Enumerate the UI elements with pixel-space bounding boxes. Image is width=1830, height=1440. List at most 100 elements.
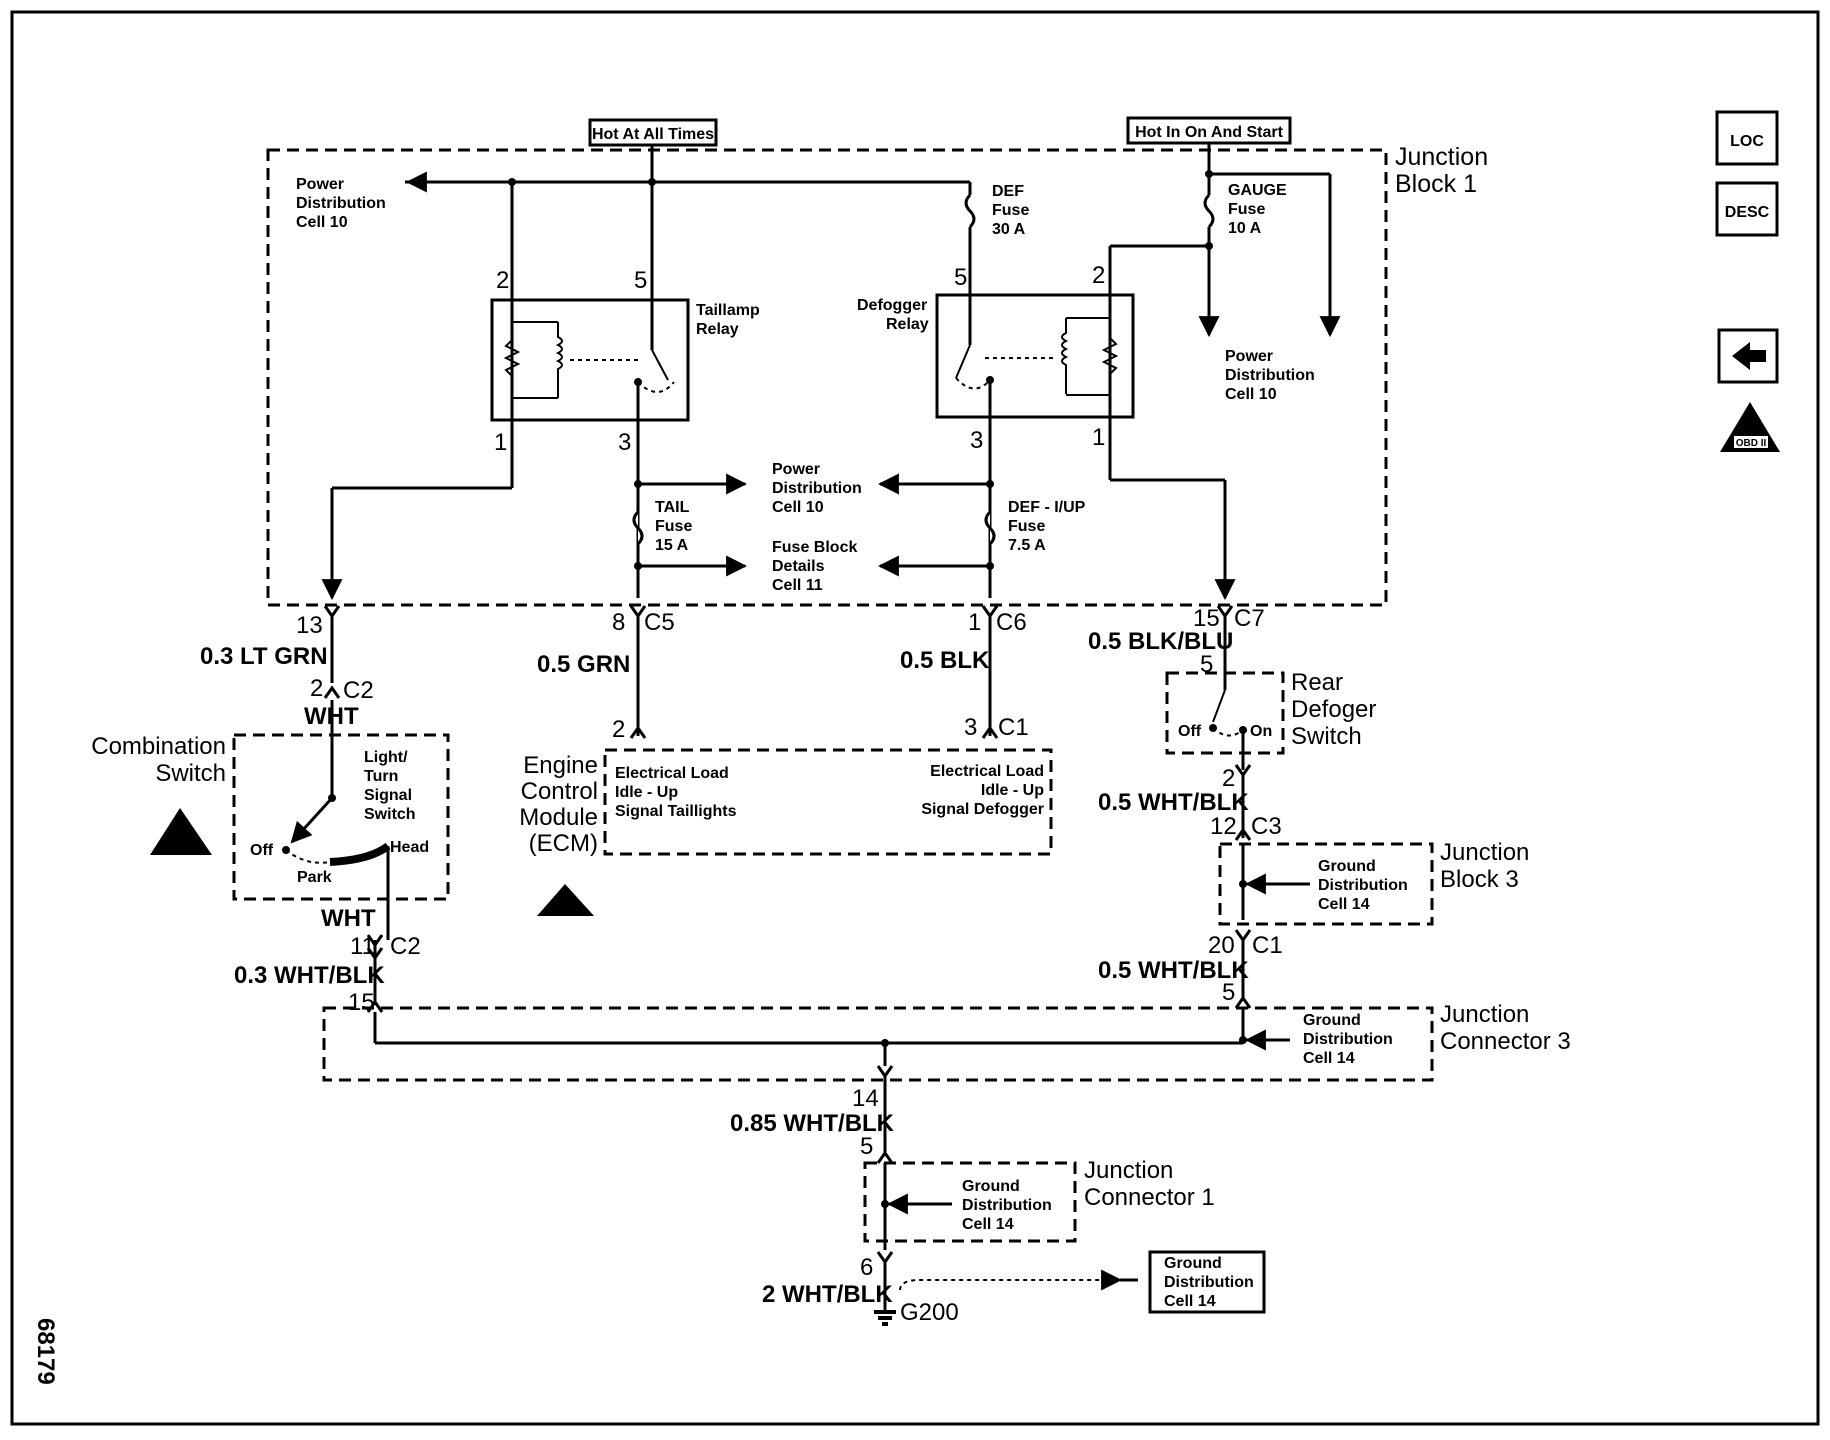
combination-switch-box <box>232 733 450 901</box>
pin-jb5: 5 <box>1222 979 1235 1006</box>
gd-box-3: Cell 14 <box>1164 1293 1216 1310</box>
pin-tl1: 1 <box>494 429 507 456</box>
gauge-fuse-1: GAUGE <box>1228 182 1287 199</box>
tail-fuse-3: 15 A <box>655 537 689 554</box>
pd-right-1: Power <box>1225 348 1273 365</box>
service-triangle-icon <box>150 808 212 855</box>
svg-text:LOC: LOC <box>1730 133 1764 150</box>
ecm-right-3: Signal Defogger <box>921 801 1044 818</box>
gauge-fuse-2: Fuse <box>1228 201 1265 218</box>
wire-wht-blk-03: 0.3 WHT/BLK <box>234 962 385 989</box>
jc3-label-1: Junction <box>1440 1001 1529 1028</box>
pin-c8: 8 <box>612 609 625 636</box>
junction-connector-1-box <box>863 1161 1077 1243</box>
defogger-resistor-icon <box>1101 337 1119 375</box>
gd-jc1-1: Ground <box>962 1178 1020 1195</box>
ecm-right-2: Idle - Up <box>981 782 1044 799</box>
pd-mid-3: Cell 10 <box>772 499 824 516</box>
pin-j1-6: 6 <box>860 1254 873 1281</box>
desc-icon[interactable]: DESC <box>1715 181 1779 237</box>
taillamp-resistor-icon <box>503 339 521 377</box>
ecm-label-1: Engine <box>523 752 598 779</box>
esd-triangle-icon <box>537 884 594 916</box>
wire-lt-grn: 0.3 LT GRN <box>200 643 328 670</box>
pin-jc14: 14 <box>852 1085 879 1112</box>
taillamp-relay-1: Taillamp <box>696 302 760 319</box>
defogger-relay-box <box>935 293 1135 419</box>
pin-tl5: 5 <box>634 267 647 294</box>
rear-defog-2: Defoger <box>1291 696 1376 723</box>
fuse-block-1: Fuse Block <box>772 539 857 556</box>
def-fuse-1: DEF <box>992 183 1024 200</box>
pd-left-3: Cell 10 <box>296 214 348 231</box>
gd-jb3-3: Cell 14 <box>1318 896 1370 913</box>
hot-at-all-times-text: Hot At All Times <box>592 126 714 143</box>
conn-c6: C6 <box>996 609 1027 636</box>
switch-head: Head <box>390 839 429 856</box>
pd-left-2: Distribution <box>296 195 386 212</box>
switch-park: Park <box>297 869 332 886</box>
gd-jb3-2: Distribution <box>1318 877 1408 894</box>
defogger-coil-icon <box>1061 318 1069 394</box>
junction-block-3-box <box>1218 842 1434 926</box>
rear-defog-3: Switch <box>1291 723 1362 750</box>
pin-rd5: 5 <box>1200 651 1213 678</box>
combination-switch-label-2: Switch <box>155 760 226 787</box>
pin-df2: 2 <box>1092 262 1105 289</box>
rd-on: On <box>1250 723 1272 740</box>
conn-c2b: C2 <box>390 933 421 960</box>
back-arrow-icon[interactable] <box>1717 328 1779 384</box>
gauge-fuse-icon <box>1203 193 1215 229</box>
ground-g200: G200 <box>900 1299 959 1326</box>
pd-left-1: Power <box>296 176 344 193</box>
junction-block-1-label-2: Block 1 <box>1395 170 1477 198</box>
jc3-label-2: Connector 3 <box>1440 1028 1571 1055</box>
ecm-label-2: Control <box>521 778 598 805</box>
switch-off: Off <box>250 842 274 859</box>
ground-dist-box <box>1148 1250 1266 1314</box>
pin-tl3: 3 <box>618 429 631 456</box>
wire-blk: 0.5 BLK <box>900 647 990 674</box>
fuse-block-3: Cell 11 <box>772 577 823 594</box>
ecm-label-3: Module <box>519 804 598 831</box>
pin-jb20: 20 <box>1208 932 1235 959</box>
gauge-fuse-3: 10 A <box>1228 220 1262 237</box>
gd-jc3-3: Cell 14 <box>1303 1050 1355 1067</box>
figure-number: 68179 <box>32 1318 59 1385</box>
conn-c7: C7 <box>1234 605 1265 632</box>
pin-j1-5: 5 <box>860 1133 873 1160</box>
pin-df5: 5 <box>954 264 967 291</box>
taillamp-relay-2: Relay <box>696 321 739 338</box>
tail-fuse-1: TAIL <box>655 499 690 516</box>
pin-ecm3: 3 <box>964 714 977 741</box>
light-turn-3: Signal <box>364 787 412 804</box>
jb3-label-1: Junction <box>1440 839 1529 866</box>
wire-grn: 0.5 GRN <box>537 651 630 678</box>
gd-jc3-1: Ground <box>1303 1012 1361 1029</box>
ecm-box <box>603 748 1053 856</box>
taillamp-relay-box <box>490 298 690 422</box>
svg-text:OBD II: OBD II <box>1736 438 1767 449</box>
wire-blk-blu: 0.5 BLK/BLU <box>1088 628 1233 655</box>
gd-jc1-3: Cell 14 <box>962 1216 1014 1233</box>
pin-rd2: 2 <box>1222 765 1235 792</box>
pd-right-2: Distribution <box>1225 367 1315 384</box>
jc1-label-1: Junction <box>1084 1157 1173 1184</box>
fuse-block-2: Details <box>772 558 825 575</box>
defogger-relay-2: Relay <box>886 316 929 333</box>
pd-mid-2: Distribution <box>772 480 862 497</box>
jc1-label-2: Connector 1 <box>1084 1184 1215 1211</box>
rd-off: Off <box>1178 723 1202 740</box>
pin-tl2: 2 <box>496 267 509 294</box>
pin-jc15: 15 <box>348 989 375 1016</box>
conn-c1-ecm: C1 <box>998 714 1029 741</box>
conn-c5: C5 <box>644 609 675 636</box>
wire-wht-blk-a: 0.5 WHT/BLK <box>1098 789 1249 816</box>
pin-c1: 1 <box>968 609 981 636</box>
gd-box-2: Distribution <box>1164 1274 1254 1291</box>
loc-icon[interactable]: LOC <box>1715 110 1779 166</box>
def-fuse-2: Fuse <box>992 202 1029 219</box>
junction-block-1-label: Junction <box>1395 143 1488 171</box>
ecm-left-1: Electrical Load <box>615 765 729 782</box>
